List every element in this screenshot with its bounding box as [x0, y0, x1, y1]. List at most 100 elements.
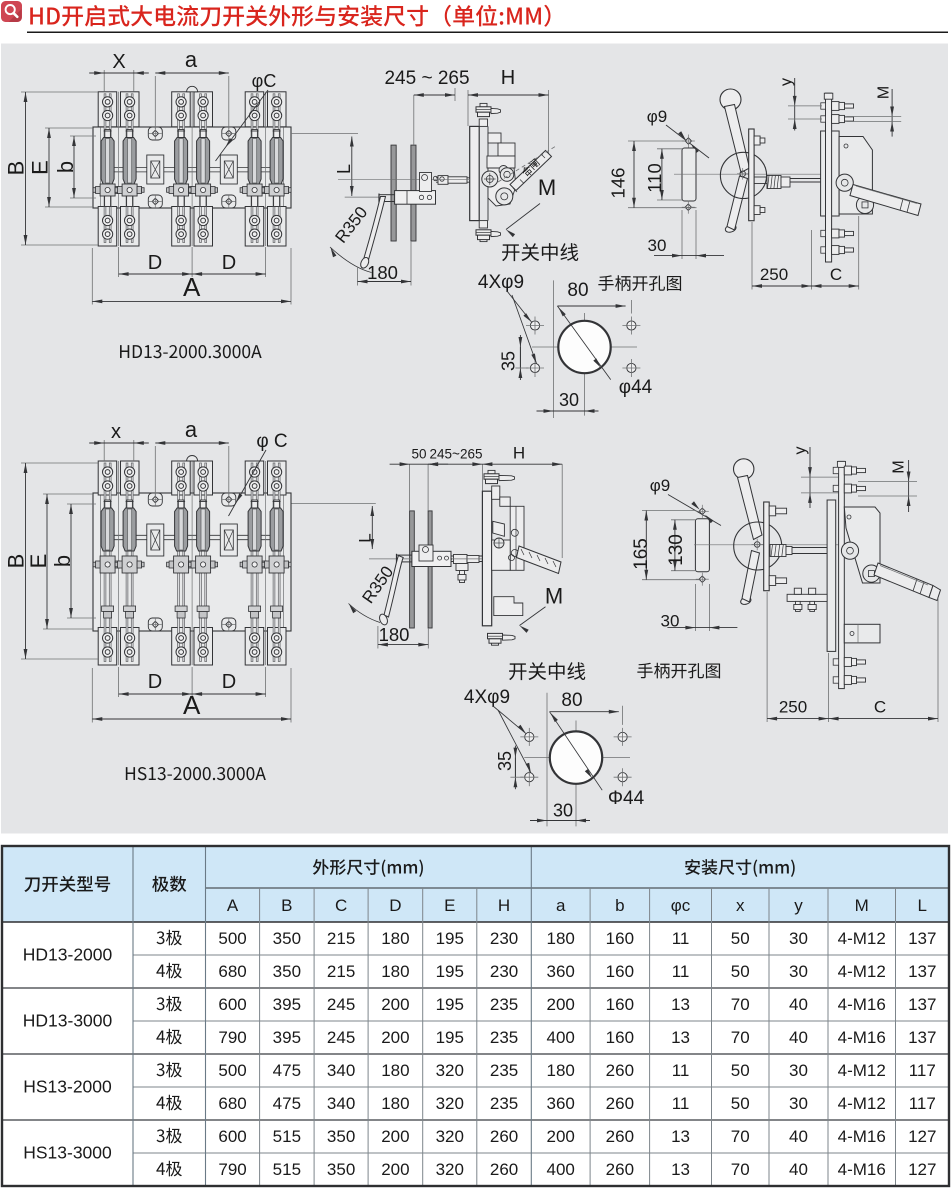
- svg-text:4-M16: 4-M16: [838, 1127, 886, 1146]
- svg-text:b: b: [615, 896, 624, 915]
- svg-text:235: 235: [490, 1094, 518, 1113]
- svg-text:360: 360: [547, 962, 575, 981]
- svg-text:13: 13: [671, 1028, 690, 1047]
- svg-text:200: 200: [547, 1127, 575, 1146]
- svg-text:260: 260: [606, 1061, 634, 1080]
- svg-text:30: 30: [789, 1094, 808, 1113]
- svg-text:180: 180: [381, 1061, 409, 1080]
- svg-text:4Xφ9: 4Xφ9: [464, 687, 510, 708]
- svg-text:180: 180: [381, 929, 409, 948]
- svg-text:30: 30: [789, 962, 808, 981]
- svg-text:70: 70: [731, 1160, 750, 1179]
- svg-text:350: 350: [273, 962, 301, 981]
- svg-text:35: 35: [499, 351, 519, 371]
- svg-text:180: 180: [379, 624, 410, 645]
- svg-text:600: 600: [218, 1127, 246, 1146]
- svg-text:230: 230: [490, 962, 518, 981]
- svg-text:φ9: φ9: [647, 107, 667, 126]
- svg-text:160: 160: [606, 962, 634, 981]
- svg-text:C: C: [335, 896, 347, 915]
- svg-text:4Xφ9: 4Xφ9: [478, 272, 524, 293]
- svg-text:50: 50: [411, 447, 426, 462]
- svg-text:B: B: [281, 896, 292, 915]
- svg-text:395: 395: [273, 995, 301, 1014]
- svg-text:350: 350: [273, 929, 301, 948]
- svg-text:340: 340: [327, 1094, 355, 1113]
- svg-text:4-M16: 4-M16: [838, 1160, 886, 1179]
- svg-text:40: 40: [789, 1160, 808, 1179]
- svg-text:80: 80: [567, 280, 588, 301]
- svg-text:HS13-2000: HS13-2000: [23, 1077, 112, 1097]
- svg-text:D: D: [389, 896, 401, 915]
- svg-text:4-M12: 4-M12: [838, 929, 886, 948]
- svg-text:320: 320: [436, 1061, 464, 1080]
- svg-text:50: 50: [731, 962, 750, 981]
- svg-text:215: 215: [327, 929, 355, 948]
- svg-text:250: 250: [779, 698, 807, 717]
- svg-text:13: 13: [671, 1127, 690, 1146]
- svg-text:160: 160: [606, 995, 634, 1014]
- svg-text:E: E: [444, 896, 455, 915]
- svg-text:180: 180: [381, 1094, 409, 1113]
- svg-text:260: 260: [490, 1127, 518, 1146]
- svg-text:11: 11: [672, 962, 690, 981]
- svg-text:HS13-3000: HS13-3000: [23, 1143, 112, 1163]
- svg-text:4-M12: 4-M12: [838, 962, 886, 981]
- svg-text:11: 11: [672, 929, 690, 948]
- svg-text:180: 180: [547, 929, 575, 948]
- svg-text:M: M: [538, 175, 556, 200]
- svg-text:a: a: [185, 47, 198, 72]
- svg-text:600: 600: [218, 995, 246, 1014]
- svg-text:4-M16: 4-M16: [838, 1028, 886, 1047]
- svg-text:H: H: [498, 896, 510, 915]
- svg-text:M: M: [891, 460, 908, 473]
- svg-text:E: E: [28, 160, 53, 175]
- svg-text:C: C: [830, 265, 842, 284]
- svg-text:320: 320: [436, 1160, 464, 1179]
- svg-text:200: 200: [381, 995, 409, 1014]
- svg-text:475: 475: [273, 1061, 301, 1080]
- svg-text:320: 320: [436, 1127, 464, 1146]
- svg-text:400: 400: [547, 1028, 575, 1047]
- svg-text:680: 680: [218, 1094, 246, 1113]
- svg-text:x: x: [736, 896, 745, 915]
- svg-text:475: 475: [273, 1094, 301, 1113]
- svg-text:146: 146: [608, 168, 629, 199]
- svg-text:30: 30: [559, 390, 579, 410]
- svg-text:137: 137: [908, 1028, 936, 1047]
- svg-text:50: 50: [731, 1094, 750, 1113]
- svg-text:4-M12: 4-M12: [838, 1094, 886, 1113]
- svg-text:235: 235: [490, 995, 518, 1014]
- svg-text:40: 40: [789, 1127, 808, 1146]
- svg-text:180: 180: [381, 962, 409, 981]
- svg-text:H: H: [501, 67, 515, 89]
- svg-text:680: 680: [218, 962, 246, 981]
- svg-text:50: 50: [731, 929, 750, 948]
- svg-text:127: 127: [908, 1127, 936, 1146]
- svg-text:70: 70: [731, 1028, 750, 1047]
- svg-text:250: 250: [760, 265, 788, 284]
- svg-text:a: a: [185, 417, 198, 442]
- svg-text:30: 30: [661, 612, 680, 631]
- svg-text:D: D: [148, 252, 162, 274]
- svg-text:a: a: [556, 896, 566, 915]
- svg-text:350: 350: [327, 1127, 355, 1146]
- svg-text:180: 180: [547, 1061, 575, 1080]
- svg-text:200: 200: [381, 1028, 409, 1047]
- svg-text:500: 500: [218, 929, 246, 948]
- svg-text:230: 230: [490, 929, 518, 948]
- svg-text:13: 13: [671, 1160, 690, 1179]
- svg-text:117: 117: [909, 1094, 936, 1113]
- svg-text:M: M: [855, 896, 869, 915]
- svg-text:A: A: [183, 272, 201, 302]
- svg-text:Φ44: Φ44: [608, 788, 645, 809]
- svg-text:195: 195: [436, 995, 464, 1014]
- svg-text:180: 180: [367, 262, 398, 283]
- svg-text:40: 40: [789, 995, 808, 1014]
- svg-text:160: 160: [606, 929, 634, 948]
- svg-text:260: 260: [606, 1094, 634, 1113]
- svg-text:340: 340: [327, 1061, 355, 1080]
- svg-text:360: 360: [547, 1094, 575, 1113]
- svg-text:117: 117: [909, 1061, 936, 1080]
- svg-text:b: b: [53, 161, 78, 173]
